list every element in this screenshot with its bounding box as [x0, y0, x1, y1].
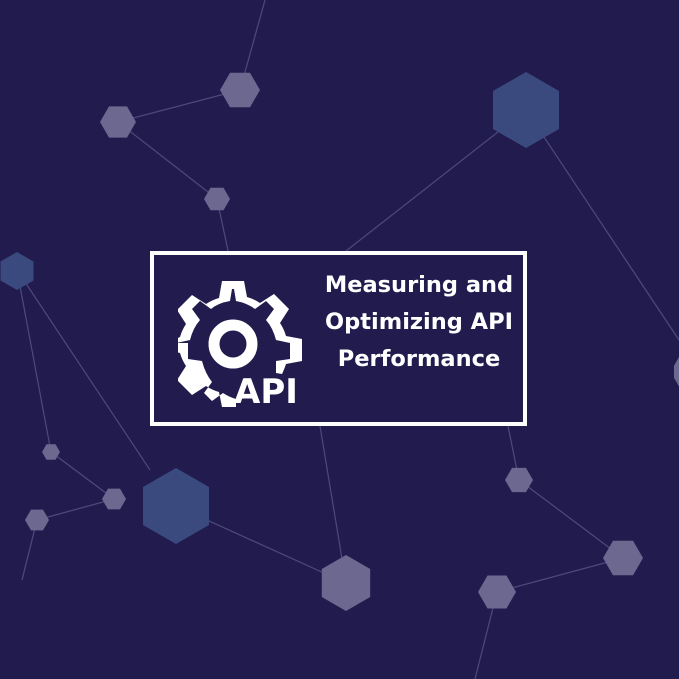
- hex-node: [603, 540, 643, 576]
- page-title: Measuring and Optimizing API Performance: [314, 267, 524, 378]
- hex-node: [100, 106, 136, 138]
- hex-node: [25, 509, 49, 531]
- hexagon-nodes: [0, 72, 679, 611]
- hex-node: [204, 187, 230, 211]
- hex-node: [0, 252, 34, 290]
- api-logo: API: [178, 281, 302, 407]
- hex-node: [674, 357, 679, 387]
- hex-node: [478, 575, 516, 609]
- api-logo-text: API: [234, 372, 298, 407]
- hex-node: [143, 468, 209, 544]
- title-card: API Measuring and Optimizing API Perform…: [150, 251, 527, 426]
- hex-node: [493, 72, 559, 148]
- title-line-2: Optimizing API: [325, 309, 513, 335]
- title-line-3: Performance: [337, 346, 501, 372]
- hex-node: [102, 488, 126, 510]
- hex-node: [321, 555, 371, 611]
- hex-node: [220, 72, 260, 108]
- title-line-1: Measuring and: [324, 272, 514, 298]
- hex-node: [42, 444, 60, 460]
- hex-node: [505, 467, 533, 493]
